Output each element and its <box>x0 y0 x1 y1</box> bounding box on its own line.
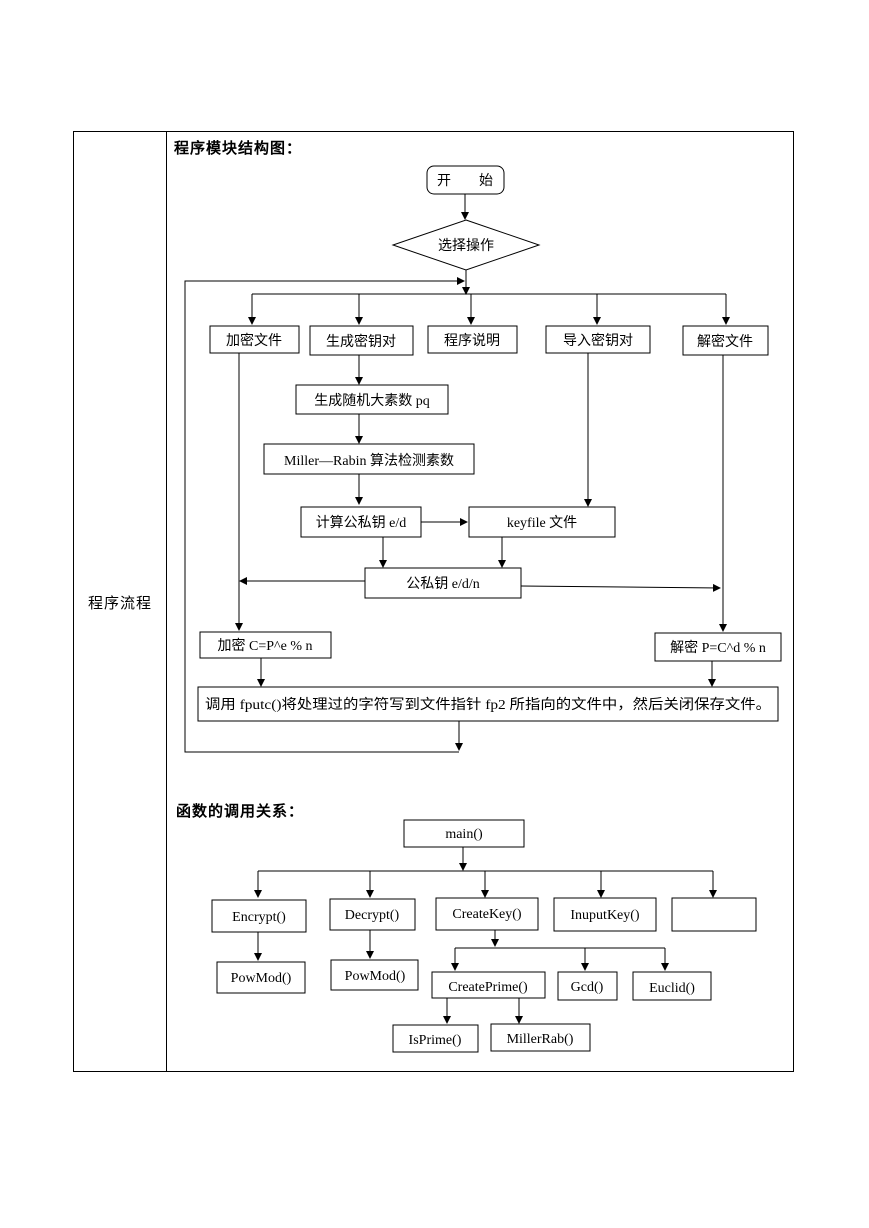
edge-triplet-right <box>520 583 721 592</box>
column-divider <box>166 131 167 1072</box>
decrypt-formula-box <box>654 632 782 662</box>
createkey-fn-node <box>435 897 539 931</box>
write-file-box <box>197 686 779 722</box>
powmod-node-2 <box>330 959 419 991</box>
decrypt-fn-node <box>329 898 416 931</box>
flowchart-heading: 程序模块结构图： <box>174 141 303 157</box>
millerrab-node <box>490 1023 591 1052</box>
createkey-fn-label: CreateKey() <box>452 907 522 922</box>
write-file-label: 调用 fputc()将处理过的字符写到文件指针 fp2 所指向的文件中，然后关闭… <box>205 696 771 713</box>
program-info-box <box>427 325 518 354</box>
powmod-node-1 <box>216 961 306 994</box>
gen-keypair-label: 生成密钥对 <box>326 333 396 350</box>
miller-rabin-box <box>263 443 475 475</box>
isprime-label: IsPrime() <box>409 1033 462 1048</box>
euclid-node <box>632 971 712 1001</box>
decrypt-file-box <box>682 325 769 356</box>
gen-keypair-box <box>309 325 414 356</box>
powmod-label-1: PowMod() <box>231 971 292 986</box>
compute-keys-label: 计算公私钥 e/d <box>316 515 407 531</box>
powmod-label-2: PowMod() <box>345 969 406 984</box>
encrypt-formula-box <box>199 631 332 659</box>
millerrab-label: MillerRab() <box>507 1032 574 1047</box>
key-triplet-label: 公私钥 e/d/n <box>406 576 480 592</box>
keyfile-box <box>468 506 616 538</box>
encrypt-fn-node <box>211 899 307 933</box>
gcd-node <box>557 971 618 1001</box>
createprime-label: CreatePrime() <box>448 980 528 995</box>
decrypt-fn-label: Decrypt() <box>345 908 400 923</box>
encrypt-file-label: 加密文件 <box>226 332 282 349</box>
import-keypair-box <box>545 325 651 354</box>
gen-primes-box <box>295 384 449 415</box>
start-label: 开 始 <box>437 173 493 189</box>
import-keypair-label: 导入密钥对 <box>563 332 633 349</box>
keyfile-label: keyfile 文件 <box>507 515 577 531</box>
row-label: 程序流程 <box>87 596 152 612</box>
encrypt-file-box <box>209 325 300 354</box>
inputkey-fn-node <box>553 897 657 932</box>
gcd-label: Gcd() <box>571 980 604 995</box>
gen-primes-label: 生成随机大素数 pq <box>314 393 430 409</box>
main-label: main() <box>445 827 483 842</box>
createprime-node <box>431 971 546 999</box>
inputkey-fn-label: InuputKey() <box>570 908 640 923</box>
content-table <box>73 131 794 1072</box>
loop-back-edge <box>184 277 465 753</box>
isprime-node <box>392 1024 479 1053</box>
key-triplet-box <box>364 567 522 599</box>
unnamed-fn-node <box>671 897 757 932</box>
miller-rabin-label: Miller—Rabin 算法检测素数 <box>284 453 454 469</box>
decrypt-file-label: 解密文件 <box>697 333 753 350</box>
encrypt-formula-label: 加密 C=P^e % n <box>218 637 313 654</box>
program-info-label: 程序说明 <box>444 333 500 349</box>
main-node <box>403 819 525 848</box>
decrypt-formula-label: 解密 P=C^d % n <box>670 639 766 656</box>
encrypt-fn-label: Encrypt() <box>232 910 286 925</box>
callgraph-heading: 函数的调用关系： <box>176 804 305 820</box>
choose-label: 选择操作 <box>438 238 494 254</box>
euclid-label: Euclid() <box>649 981 695 996</box>
